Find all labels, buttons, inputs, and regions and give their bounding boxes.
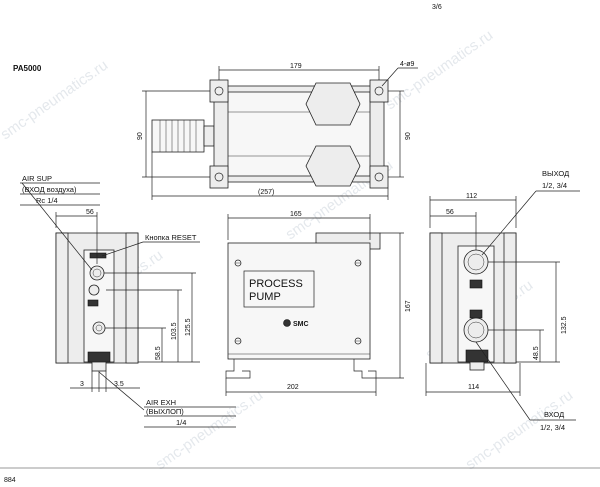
- dim-overall-257: (257): [258, 189, 274, 196]
- outlet-port: [463, 249, 489, 275]
- page-number: 884: [4, 477, 16, 484]
- mount-hole: [374, 172, 384, 182]
- dim-left-3: 3: [80, 381, 84, 388]
- dim-front-165: 165: [290, 211, 302, 218]
- corner-page-index: 3/6: [432, 4, 442, 11]
- smc-logo-text: SMC: [293, 321, 309, 328]
- dim-width-179: 179: [290, 63, 302, 70]
- front-view: PROCESS PUMP SMC 165 167 202: [225, 211, 412, 396]
- label-air-sup-port: Rc 1/4: [36, 196, 58, 205]
- dim-right-48-5: 48.5: [533, 346, 540, 360]
- label-air-exh-port: 1/4: [176, 418, 186, 427]
- dim-right-56: 56: [446, 209, 454, 216]
- mount-hole: [374, 86, 384, 96]
- dim-height-left-90: 90: [137, 132, 144, 140]
- label-inlet-port: 1/2, 3/4: [540, 423, 565, 432]
- label-air-sup-ru: (ВХОД воздуха): [22, 185, 77, 194]
- port-circle: [89, 265, 105, 281]
- left-view: AIR SUP (ВХОД воздуха) Rc 1/4 56 Кнопка …: [20, 174, 236, 428]
- hex-cap-bottom: [305, 145, 361, 187]
- mount-hole: [214, 86, 224, 96]
- watermark: smc-pneumatics.ru: [383, 27, 497, 114]
- name-plate: [243, 270, 315, 308]
- label-air-exh-ru: (ВЫХЛОП): [146, 407, 184, 416]
- dim-right-114: 114: [468, 384, 479, 391]
- inlet-port: [463, 317, 489, 343]
- dim-left-58-5: 58.5: [155, 346, 162, 360]
- dim-front-202: 202: [287, 384, 299, 391]
- dim-right-112: 112: [466, 193, 477, 200]
- label-air-sup: AIR SUP: [22, 174, 52, 183]
- label-reset-button: Кнопка RESET: [145, 233, 197, 242]
- model-title: PA5000: [13, 64, 42, 73]
- dim-left-125-5: 125.5: [185, 318, 192, 336]
- hole-note: 4-ø9: [400, 61, 415, 68]
- dim-height-right-90: 90: [405, 132, 412, 140]
- plate-line-2: PUMP: [249, 291, 281, 303]
- dim-front-167: 167: [405, 300, 412, 312]
- dim-left-103-5: 103.5: [171, 322, 178, 340]
- label-outlet: ВЫХОД: [542, 169, 569, 178]
- dim-left-3-5: 3.5: [114, 381, 124, 388]
- smc-logo-icon: [283, 319, 291, 327]
- dim-right-132-5: 132.5: [561, 316, 568, 334]
- label-air-exh: AIR EXH: [146, 398, 176, 407]
- top-view: 179 4-ø9 90 90 (257): [137, 61, 418, 200]
- hex-cap-top: [305, 82, 361, 126]
- right-view: ВЫХОД 1/2, 3/4 112 56 132.5 48.5 114 ВХО…: [425, 169, 580, 432]
- dim-left-56: 56: [86, 209, 94, 216]
- pump-body-front: [227, 242, 371, 360]
- mount-hole: [214, 172, 224, 182]
- label-inlet: ВХОД: [544, 410, 564, 419]
- label-outlet-port: 1/2, 3/4: [542, 181, 567, 190]
- plate-line-1: PROCESS: [249, 278, 303, 290]
